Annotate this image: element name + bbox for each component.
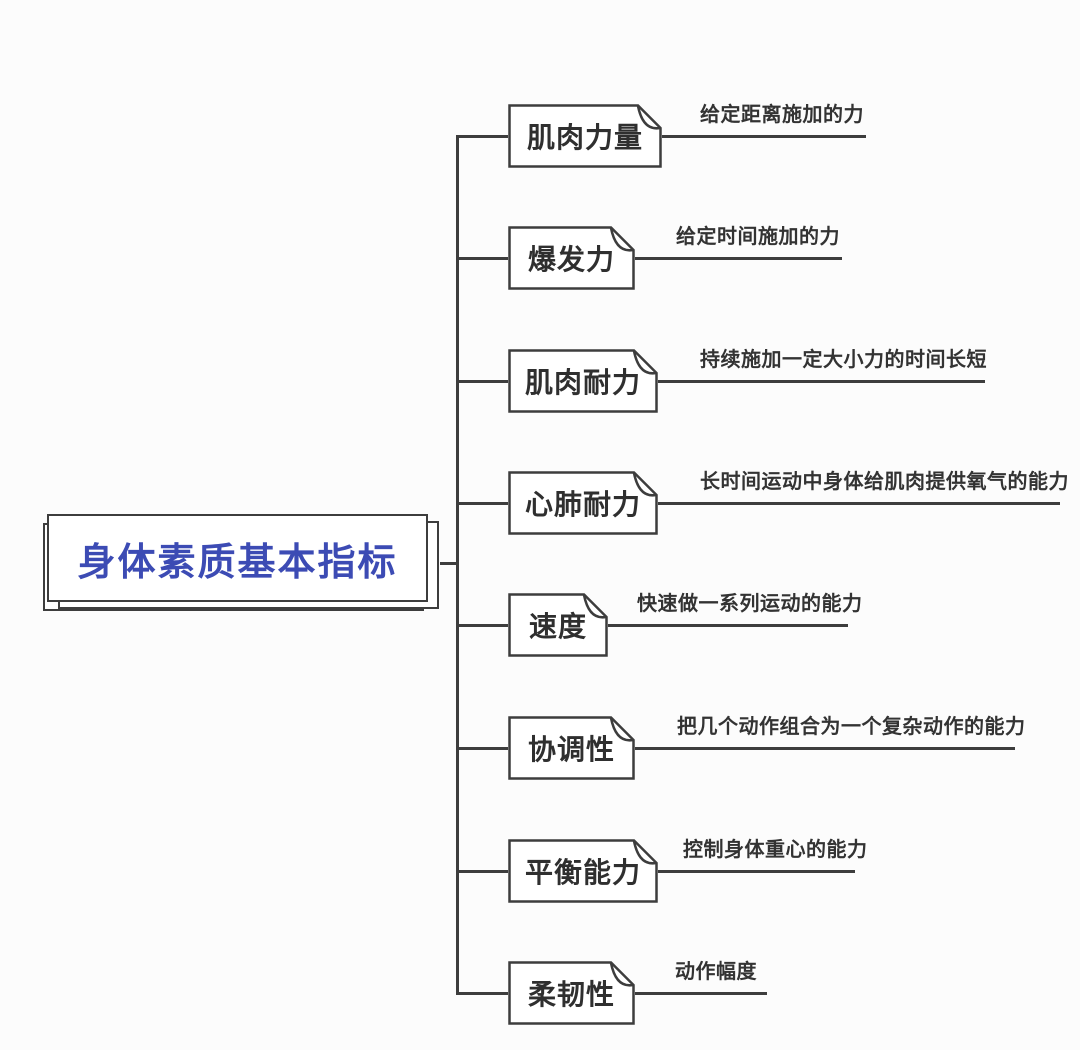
leaf-label[interactable]: 快速做一系列运动的能力 (637, 593, 863, 615)
node-flexibility[interactable]: 柔韧性 (508, 961, 635, 1025)
branch-connector (456, 135, 508, 138)
branch-connector (456, 992, 508, 995)
branch-connector (456, 870, 508, 873)
root-label: 身体素质基本指标 (77, 541, 398, 584)
leaf-underline (635, 257, 842, 260)
node-cardio-endurance[interactable]: 心肺耐力 (508, 471, 658, 535)
node-label: 肌肉力量 (526, 122, 643, 153)
node-coordination[interactable]: 协调性 (508, 716, 635, 780)
leaf-label[interactable]: 给定距离施加的力 (700, 104, 864, 126)
leaf-label[interactable]: 控制身体重心的能力 (683, 839, 868, 861)
leaf-label[interactable]: 把几个动作组合为一个复杂动作的能力 (677, 716, 1026, 738)
leaf-underline (658, 380, 985, 383)
node-label: 心肺耐力 (524, 489, 641, 520)
branch-connector (456, 747, 508, 750)
leaf-underline (635, 747, 1015, 750)
note-shape (508, 226, 635, 290)
node-muscle-endurance[interactable]: 肌肉耐力 (508, 349, 658, 413)
leaf-underline (658, 502, 1060, 505)
note-shape (508, 104, 662, 168)
leaf-label[interactable]: 持续施加一定大小力的时间长短 (700, 349, 987, 371)
leaf-underline (658, 870, 855, 873)
leaf-underline (662, 135, 866, 138)
leaf-label[interactable]: 动作幅度 (675, 961, 757, 983)
leaf-underline (608, 624, 848, 627)
node-label: 平衡能力 (524, 857, 641, 888)
leaf-label[interactable]: 给定时间施加的力 (676, 226, 840, 248)
note-shape (508, 349, 658, 413)
node-speed[interactable]: 速度 (508, 593, 608, 657)
root-node[interactable]: 身体素质基本指标 (47, 514, 428, 602)
node-label: 爆发力 (527, 244, 615, 275)
note-shape (508, 961, 635, 1025)
node-label: 柔韧性 (527, 979, 615, 1010)
branch-connector (456, 257, 508, 260)
node-label: 协调性 (527, 734, 615, 765)
leaf-underline (635, 992, 767, 995)
leaf-label[interactable]: 长时间运动中身体给肌肉提供氧气的能力 (700, 471, 1069, 493)
note-shape (508, 839, 658, 903)
node-balance[interactable]: 平衡能力 (508, 839, 658, 903)
note-shape (508, 716, 635, 780)
node-label: 肌肉耐力 (524, 367, 641, 398)
note-shape (508, 593, 608, 657)
note-shape (508, 471, 658, 535)
branch-connector (456, 624, 508, 627)
root-connector-line (440, 562, 457, 565)
trunk-line (456, 135, 459, 994)
node-label: 速度 (528, 611, 587, 642)
branch-connector (456, 380, 508, 383)
node-explosive-power[interactable]: 爆发力 (508, 226, 635, 290)
node-muscle-strength[interactable]: 肌肉力量 (508, 104, 662, 168)
branch-connector (456, 502, 508, 505)
